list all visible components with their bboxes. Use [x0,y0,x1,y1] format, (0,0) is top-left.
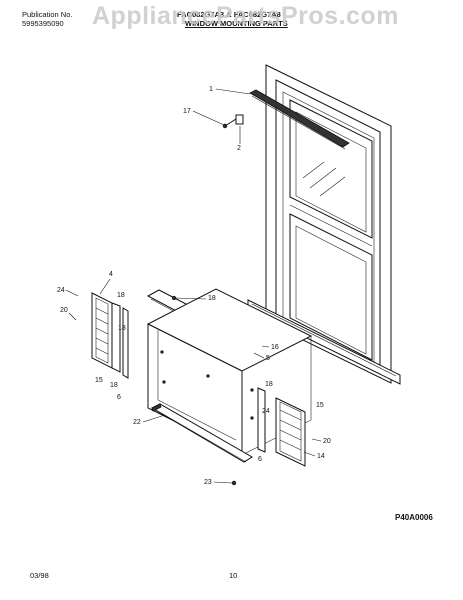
callout-6-right: 6 [258,456,262,463]
callout-20-left: 20 [60,307,68,314]
publication-label: Publication No. [22,10,73,19]
left-curtain [91,292,129,379]
callout-15-right: 15 [316,402,324,409]
callout-16: 16 [271,344,279,351]
footer-date: 03/98 [30,571,49,580]
callout-22: 22 [133,419,141,426]
window-frame [247,64,401,385]
callout-24-left: 24 [57,287,65,294]
model-numbers: FAC082G7A3 & FAC082G7A8 [177,10,281,19]
right-curtain [257,387,306,467]
publication-number: 5995395090 [22,19,64,28]
callout-14: 14 [317,453,325,460]
callout-15-left: 15 [95,377,103,384]
callout-18-left-bottom: 18 [110,382,118,389]
callout-17: 17 [183,108,191,115]
callout-5: 5 [266,355,270,362]
section-title: WINDOW MOUNTING PARTS [185,19,288,28]
callout-18-right-top: 18 [265,381,273,388]
callout-6-left: 6 [117,394,121,401]
diagram-reference: P40A0006 [395,513,433,522]
callout-20-right: 20 [323,438,331,445]
callout-18-left-top: 18 [117,292,125,299]
watermark: AppliancePartsPros.com [92,2,399,30]
callout-18-top: 18 [208,295,216,302]
callout-24-right: 24 [262,408,270,415]
callout-4: 4 [109,271,113,278]
bottom-rail [150,403,253,486]
callout-2: 2 [237,145,241,152]
callout-18-left-mid: 18 [118,325,126,332]
top-rail-part [249,89,350,150]
callout-23: 23 [204,479,212,486]
callout-1: 1 [209,86,213,93]
callout-labels: 1 17 2 24 4 20 18 18 15 18 6 18 16 5 22 … [57,86,331,486]
page-number: 10 [229,571,238,580]
bracket-parts [222,114,244,129]
